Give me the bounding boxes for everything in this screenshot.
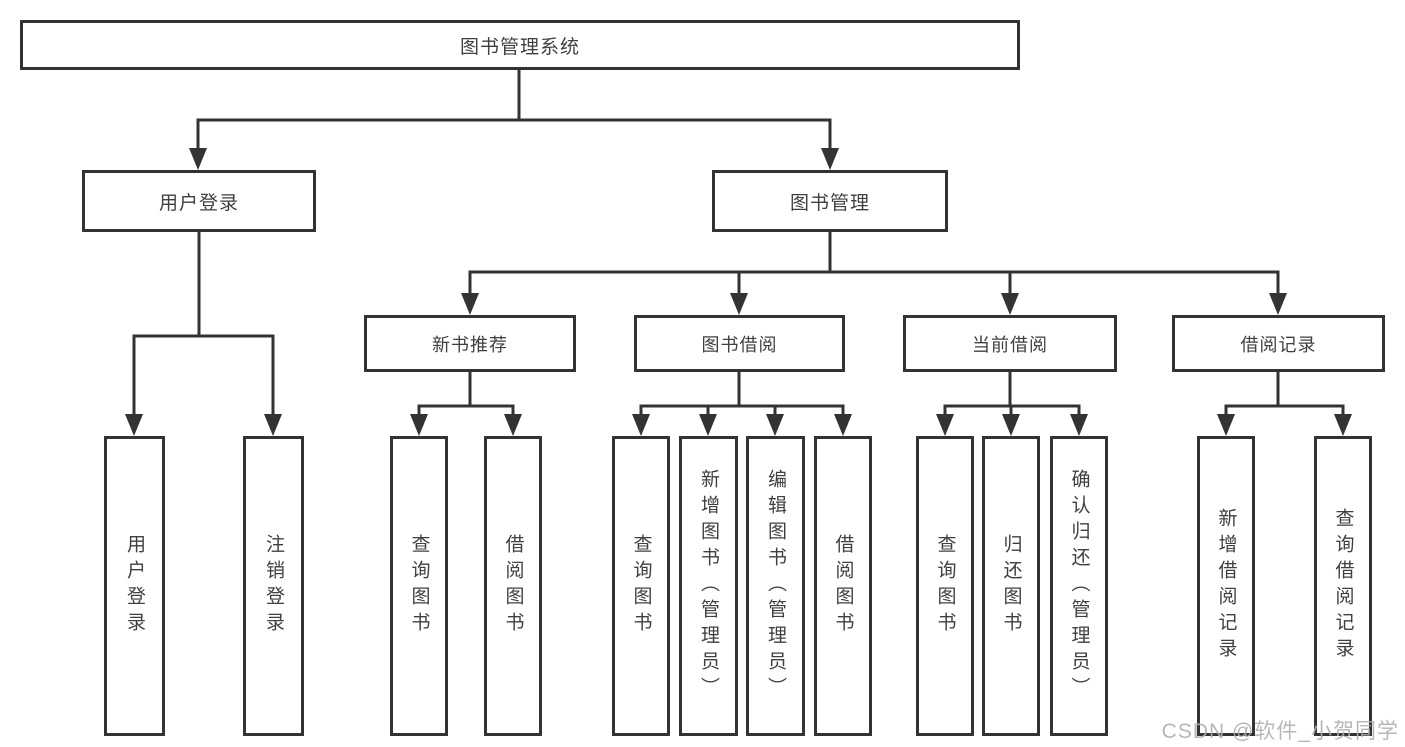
csdn-watermark: CSDN @软件_小贺同学 xyxy=(1161,720,1399,743)
leaf-borrow-books-borrowing: 借阅图书 xyxy=(814,436,872,736)
leaf-add-borrow-record: 新增借阅记录 xyxy=(1197,436,1255,736)
connector-records-to-leaves xyxy=(1217,372,1352,436)
node-book-management: 图书管理 xyxy=(712,170,948,232)
leaf-add-books-admin: 新增图书（管理员） xyxy=(679,436,738,736)
leaf-query-books-newbook: 查询图书 xyxy=(390,436,448,736)
connector-newbook-to-leaves xyxy=(410,372,522,436)
leaf-borrow-books-newbook: 借阅图书 xyxy=(484,436,542,736)
connector-userlogin-to-leaves xyxy=(125,232,282,436)
connector-root-to-level2 xyxy=(189,68,839,170)
leaf-edit-books-admin: 编辑图书（管理员） xyxy=(746,436,805,736)
leaf-query-books-borrowing: 查询图书 xyxy=(612,436,670,736)
leaf-logout: 注销登录 xyxy=(243,436,304,736)
node-current-borrowing: 当前借阅 xyxy=(903,315,1117,372)
node-user-login: 用户登录 xyxy=(82,170,316,232)
connector-bookmgmt-to-level3 xyxy=(461,232,1287,315)
node-library-management-system: 图书管理系统 xyxy=(20,20,1020,70)
node-new-book-recommendation: 新书推荐 xyxy=(364,315,576,372)
leaf-user-login: 用户登录 xyxy=(104,436,165,736)
node-borrowing-records: 借阅记录 xyxy=(1172,315,1385,372)
connector-bookborrow-to-leaves xyxy=(632,372,852,436)
leaf-query-borrow-record: 查询借阅记录 xyxy=(1314,436,1372,736)
leaf-confirm-return-admin: 确认归还（管理员） xyxy=(1050,436,1108,736)
leaf-query-books-current: 查询图书 xyxy=(916,436,974,736)
leaf-return-books: 归还图书 xyxy=(982,436,1040,736)
connector-currentborrow-to-leaves xyxy=(936,372,1088,436)
node-book-borrowing: 图书借阅 xyxy=(634,315,845,372)
